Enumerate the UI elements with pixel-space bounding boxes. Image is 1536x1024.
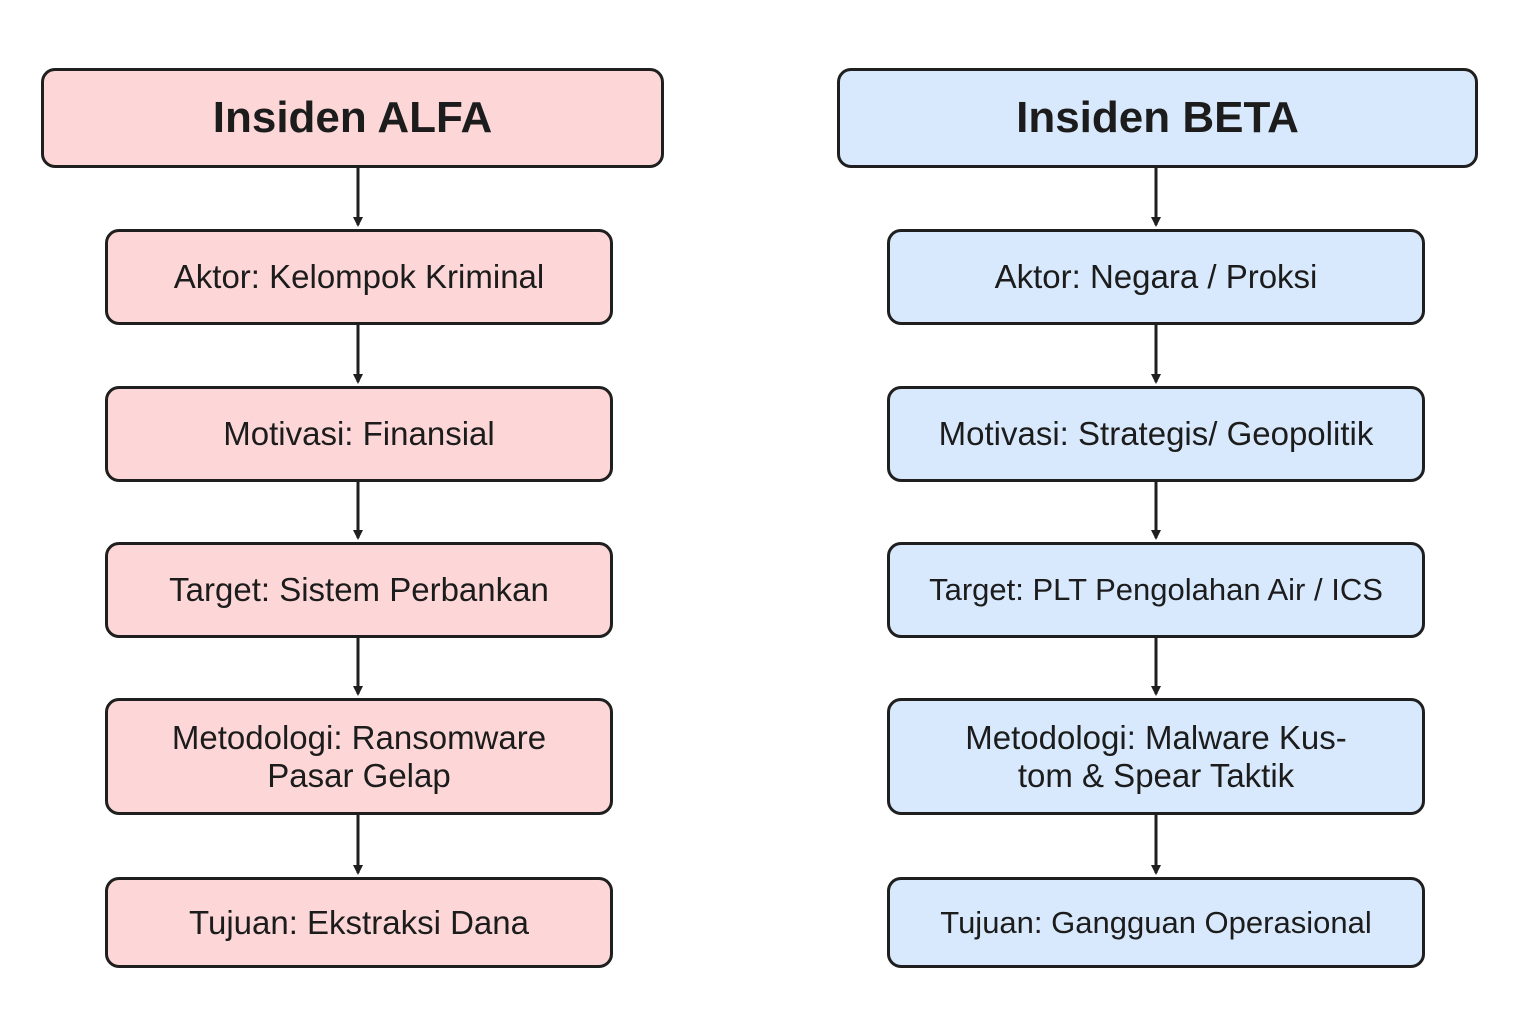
beta-title: Insiden BETA <box>1016 92 1299 142</box>
alfa-method-box: Metodologi: Ransomware Pasar Gelap <box>105 698 613 815</box>
alfa-title-box: Insiden ALFA <box>41 68 664 168</box>
alfa-actor-label: Aktor: Kelompok Kriminal <box>173 258 545 296</box>
beta-motivation-box: Motivasi: Strategis/ Geopolitik <box>887 386 1425 482</box>
alfa-motivation-label: Motivasi: Finansial <box>223 415 495 453</box>
beta-target-box: Target: PLT Pengolahan Air / ICS <box>887 542 1425 638</box>
beta-actor-box: Aktor: Negara / Proksi <box>887 229 1425 325</box>
alfa-method-label: Metodologi: Ransomware Pasar Gelap <box>171 718 547 794</box>
beta-motivation-label: Motivasi: Strategis/ Geopolitik <box>938 415 1374 453</box>
beta-goal-label: Tujuan: Gangguan Operasional <box>940 904 1372 940</box>
beta-goal-box: Tujuan: Gangguan Operasional <box>887 877 1425 968</box>
beta-target-label: Target: PLT Pengolahan Air / ICS <box>929 572 1383 608</box>
beta-method-box: Metodologi: Malware Kus- tom & Spear Tak… <box>887 698 1425 815</box>
alfa-goal-box: Tujuan: Ekstraksi Dana <box>105 877 613 968</box>
alfa-target-box: Target: Sistem Perbankan <box>105 542 613 638</box>
alfa-motivation-box: Motivasi: Finansial <box>105 386 613 482</box>
alfa-title: Insiden ALFA <box>212 92 493 142</box>
alfa-goal-label: Tujuan: Ekstraksi Dana <box>189 903 529 941</box>
beta-actor-label: Aktor: Negara / Proksi <box>994 258 1318 296</box>
alfa-actor-box: Aktor: Kelompok Kriminal <box>105 229 613 325</box>
beta-title-box: Insiden BETA <box>837 68 1478 168</box>
beta-method-label: Metodologi: Malware Kus- tom & Spear Tak… <box>965 718 1347 794</box>
alfa-target-label: Target: Sistem Perbankan <box>169 571 549 609</box>
